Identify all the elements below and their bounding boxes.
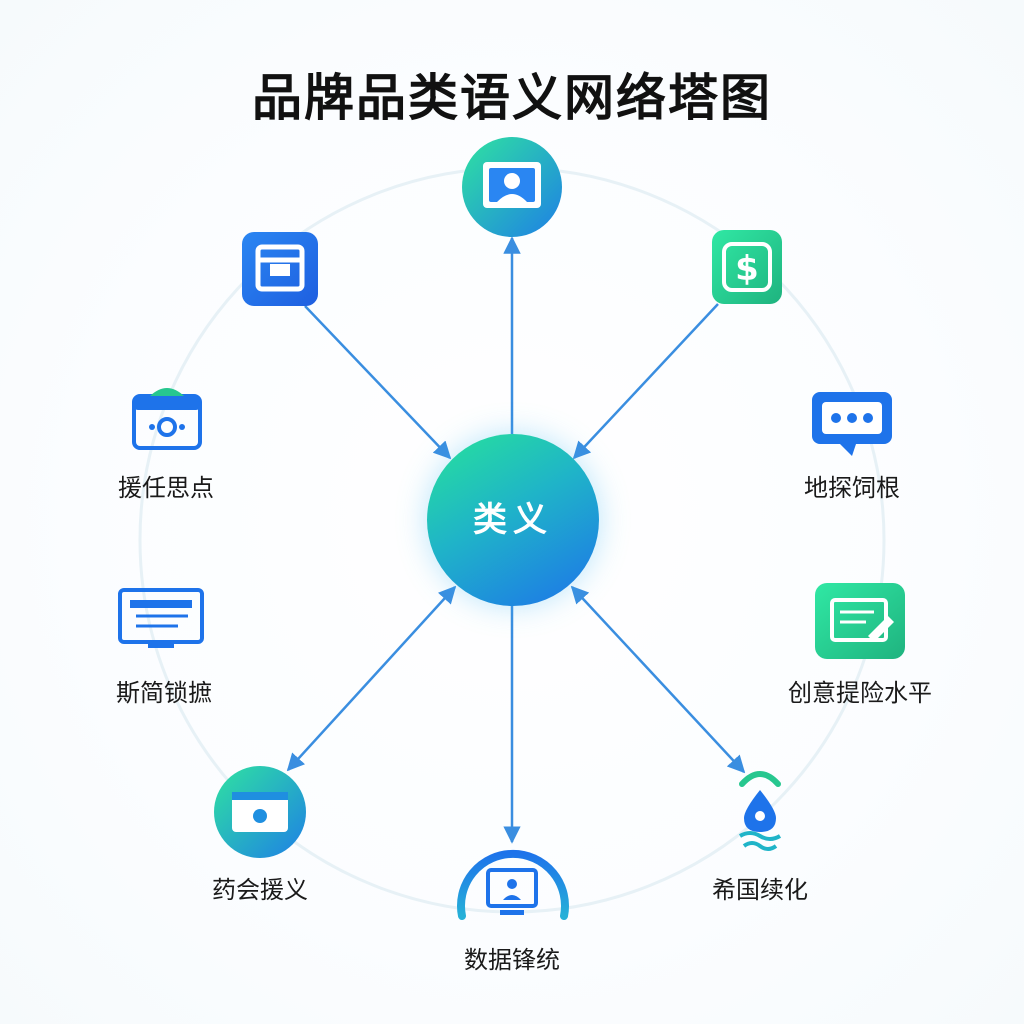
diagram-title: 品牌品类语义网络塔图	[252, 69, 772, 127]
node-label-bottom[interactable]: 数据锋统	[464, 946, 560, 974]
connector-top-right	[572, 303, 719, 460]
central-hub[interactable]: 类义	[427, 434, 599, 606]
node-label-right-2[interactable]: 创意提险水平	[788, 679, 932, 707]
connector-bottom-left	[286, 585, 457, 772]
package-icon	[242, 232, 318, 306]
dollar-icon: $	[712, 230, 782, 304]
node-label-bottom-right[interactable]: 希国续化	[712, 876, 808, 904]
display-user-icon	[457, 849, 569, 920]
node-label-left-1[interactable]: 援任思点	[118, 474, 214, 502]
hub-label: 类义	[473, 500, 553, 540]
user-profile-icon	[462, 137, 562, 237]
node-label-bottom-left[interactable]: 药会援义	[212, 876, 308, 904]
connector-top-left	[304, 305, 452, 460]
document-edit-icon	[815, 583, 905, 659]
connector-bottom-right	[570, 585, 746, 774]
monitor-icon	[118, 588, 204, 648]
water-drop-icon	[738, 771, 782, 851]
svg-text:$: $	[735, 249, 759, 289]
node-label-left-2[interactable]: 斯简锁摭	[116, 679, 212, 707]
calendar-video-icon	[214, 766, 306, 858]
chat-bubble-icon	[812, 392, 892, 456]
calendar-icon	[132, 388, 202, 450]
node-label-right-1[interactable]: 地探饲根	[804, 474, 900, 502]
